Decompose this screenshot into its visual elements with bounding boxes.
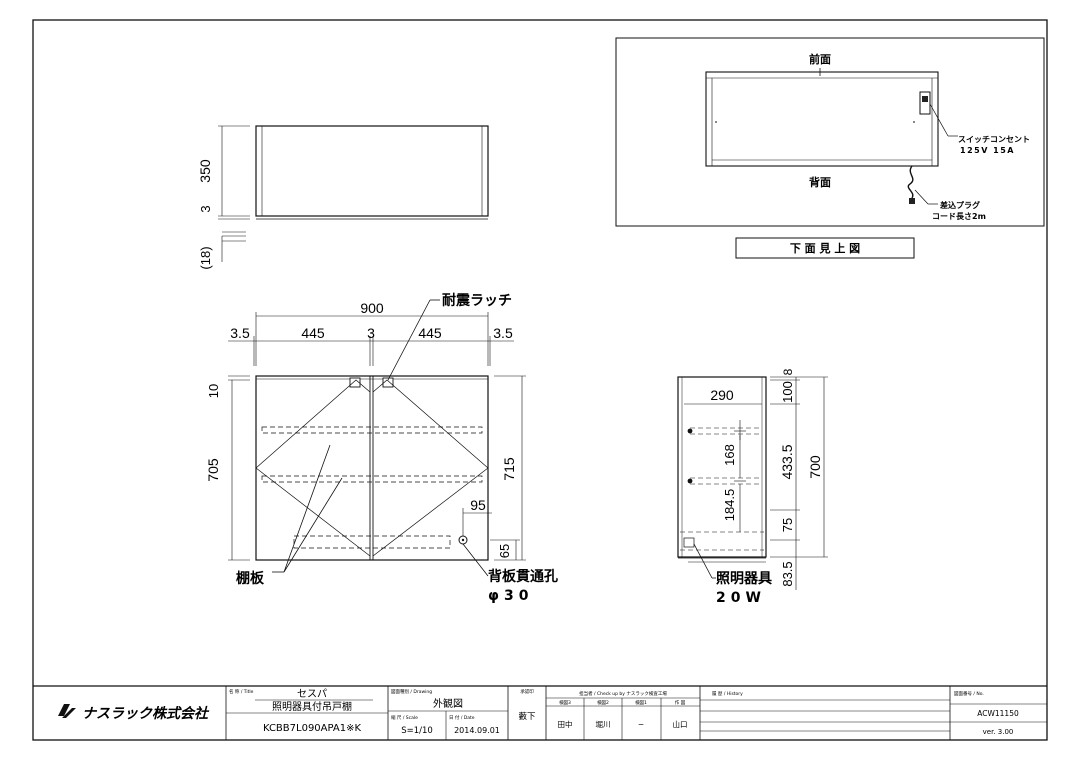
dim-front-left-edge: 3.5 <box>230 325 250 341</box>
title-sub: 照明器具付吊戸棚 <box>272 700 352 713</box>
check-col-1: 検図3 <box>559 699 571 706</box>
dim-front-left-door: 445 <box>301 325 325 341</box>
drawing-label: 図面種別 / Drawing <box>391 688 432 695</box>
shelf-upper <box>261 426 483 434</box>
dim-front-hole-x: 95 <box>470 497 486 513</box>
top-view-body <box>255 125 489 217</box>
check-col-3: 検図1 <box>635 699 647 706</box>
switch-outlet-icon <box>919 91 931 115</box>
approved-label: 承認印 <box>520 688 534 695</box>
dim-top-gap: 3 <box>198 205 213 212</box>
check-val-2: 堀川 <box>596 720 611 729</box>
label-hole-diameter: φ30 <box>488 588 533 604</box>
label-latch: 耐震ラッチ <box>442 292 512 309</box>
history-label: 履 歴 / History <box>712 691 743 697</box>
label-front: 前面 <box>809 52 831 66</box>
dim-side-total: 700 <box>807 455 823 479</box>
check-val-4: 山口 <box>673 719 688 729</box>
label-back-hole: 背板貫通孔 <box>488 568 558 585</box>
bottom-view-panel <box>615 37 1045 259</box>
check-label: 担当者 / Check up by ナスラック検査工場 <box>579 690 667 697</box>
docno-value: ACW11150 <box>977 709 1019 718</box>
dim-front-right-door: 445 <box>418 325 442 341</box>
check-val-1: 田中 <box>558 719 573 729</box>
company-logo-icon <box>58 704 76 718</box>
drawing-border <box>32 19 1048 741</box>
scale-value: S=1/10 <box>401 726 433 736</box>
drawing-type: 外観図 <box>433 697 463 710</box>
dim-front-gap: 3 <box>367 325 375 341</box>
dim-front-overall-height: 715 <box>501 457 517 481</box>
title-block <box>33 685 1047 740</box>
bottom-view-frame <box>615 37 1045 227</box>
dim-side-e: 75 <box>780 518 795 532</box>
label-back: 背面 <box>809 175 831 189</box>
date-label: 日 付 / Date <box>449 714 475 721</box>
dim-front-hole-y: 65 <box>497 544 512 558</box>
cord-icon <box>907 165 914 199</box>
label-shelf: 棚板 <box>236 570 265 587</box>
check-val-3: − <box>638 720 644 729</box>
dim-side-depth: 290 <box>710 387 734 403</box>
check-col-4: 作 図 <box>675 699 686 706</box>
company-name: ナスラック株式会社 <box>82 705 210 722</box>
version-value: ver. 3.00 <box>983 728 1014 736</box>
label-switch: スイッチコンセント <box>958 135 1030 144</box>
label-light: 照明器具 <box>716 571 772 587</box>
dim-side-b: 168 <box>722 444 737 466</box>
product-code: KCBB7L090APA1※K <box>263 723 362 734</box>
label-cord: コード長さ2m <box>932 212 986 221</box>
bottom-view-caption: 下 面 見 上 図 <box>790 241 860 255</box>
dim-front-top: 10 <box>206 384 221 398</box>
dim-side-f: 83.5 <box>780 561 795 586</box>
title-main: セスパ <box>297 688 327 700</box>
dim-front-total: 900 <box>360 300 384 316</box>
date-value: 2014.09.01 <box>454 726 500 735</box>
label-light-watt: 20W <box>716 590 766 606</box>
dim-front-right-edge: 3.5 <box>493 325 513 341</box>
light-fixture-dashed <box>293 535 451 549</box>
caption-box <box>735 237 915 259</box>
label-switch-rating: 125V 15A <box>960 146 1015 155</box>
bottom-view-body <box>705 71 939 167</box>
dim-top-bottom: (18) <box>198 246 213 269</box>
label-plug: 差込プラグ <box>939 200 980 210</box>
dim-side-a: 100 <box>780 381 795 403</box>
side-light-fixture-icon <box>683 537 695 548</box>
dim-top-height: 350 <box>197 159 213 183</box>
dim-front-door-height: 705 <box>205 458 221 482</box>
shelf-lower <box>261 475 483 483</box>
approved-value: 藪下 <box>518 711 536 722</box>
front-view <box>228 299 526 577</box>
title-label: 名 称 / Title <box>229 688 254 695</box>
latch-right-icon <box>382 377 394 388</box>
latch-left-icon <box>349 377 361 388</box>
dim-side-d: 184.5 <box>722 489 737 522</box>
check-col-2: 検図2 <box>597 699 609 706</box>
front-cabinet-body <box>255 375 489 561</box>
dim-side-top: 8 <box>781 368 795 375</box>
scale-label: 縮 尺 / Scale <box>391 714 418 721</box>
top-elevation-view <box>218 125 489 262</box>
side-view <box>677 376 828 590</box>
side-cabinet-body <box>677 376 767 558</box>
docno-label: 図面番号 / No. <box>954 690 984 697</box>
dim-side-c: 433.5 <box>779 444 795 479</box>
